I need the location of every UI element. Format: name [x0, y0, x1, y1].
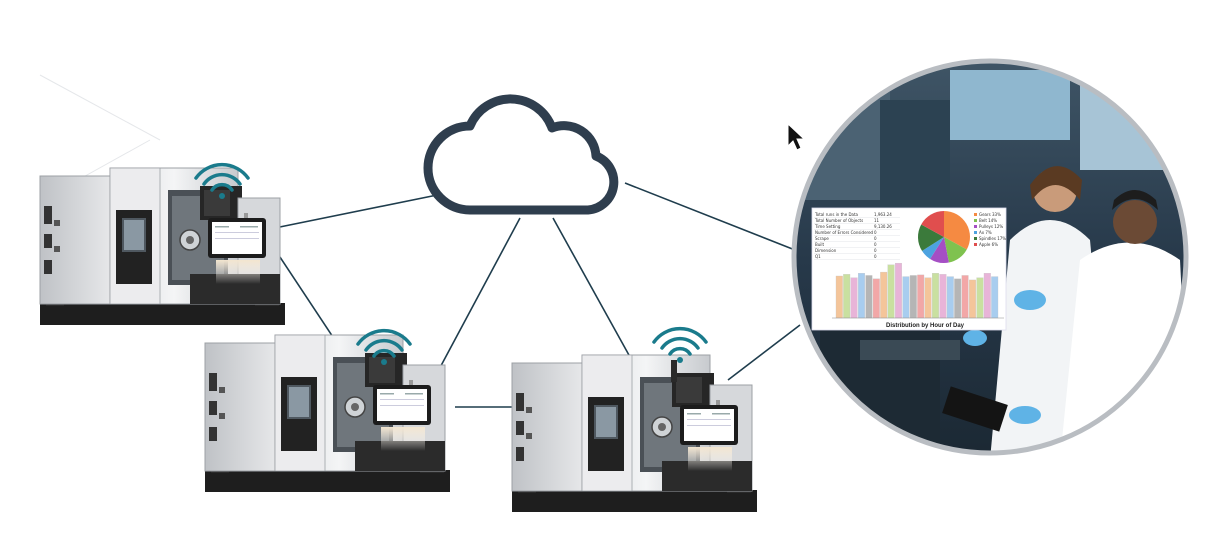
- pie-slice: [921, 211, 944, 237]
- bar: [880, 271, 888, 319]
- link-machine1-cloud: [264, 192, 448, 231]
- legend-label: Pulleys 12%: [979, 224, 1003, 229]
- link-cloud-lab: [624, 182, 796, 251]
- table-row-label: Time Setting: [814, 224, 841, 229]
- legend-swatch: [974, 237, 977, 240]
- table-row-value: 0: [874, 248, 877, 253]
- cnc-machine-2: [204, 334, 451, 493]
- bar: [835, 275, 843, 319]
- table-row-value: 0: [874, 254, 877, 259]
- table-row-value: 0: [874, 230, 877, 235]
- pie-slice: [918, 224, 944, 251]
- bar: [954, 278, 962, 319]
- legend-swatch: [974, 225, 977, 228]
- legend-label: Spindles 17%: [979, 236, 1006, 241]
- cloud-icon: [423, 94, 619, 215]
- table-row-value: 11: [874, 218, 880, 223]
- bar: [961, 275, 969, 319]
- bar: [865, 275, 873, 319]
- table-row-value: 9,130.26: [874, 224, 892, 229]
- legend-label: Apple 6%: [979, 242, 998, 247]
- link-machine3-cloud: [552, 217, 641, 376]
- bar: [909, 275, 917, 319]
- bar: [983, 273, 991, 319]
- dashboard-chart-title: Distribution by Hour of Day: [886, 323, 965, 329]
- bar: [924, 277, 932, 319]
- legend-swatch: [974, 231, 977, 234]
- legend-swatch: [974, 213, 977, 216]
- dashboard-bar-chart: [832, 262, 1004, 319]
- cnc-machine-3: [511, 354, 758, 513]
- table-row-value: 0: [874, 242, 877, 247]
- cnc-machine-1: [39, 167, 286, 326]
- bar: [872, 278, 880, 319]
- table-row-label: Scrape: [815, 236, 829, 241]
- legend-swatch: [974, 219, 977, 222]
- pie-slice: [944, 237, 967, 263]
- bar: [902, 276, 910, 319]
- legend-label: Gears 33%: [979, 212, 1001, 217]
- bar: [932, 273, 939, 319]
- bar: [991, 276, 999, 319]
- legend-label: Belt 14%: [979, 218, 997, 223]
- table-row-label: Q1: [815, 254, 821, 259]
- bar: [917, 274, 925, 319]
- bar: [969, 279, 976, 319]
- table-row-label: Built: [815, 242, 825, 247]
- table-row-label: Dimension: [815, 248, 837, 253]
- pie-slice: [922, 237, 944, 259]
- legend-swatch: [974, 243, 977, 246]
- table-row-value: 0: [874, 236, 877, 241]
- antenna: [671, 360, 677, 382]
- bar: [939, 274, 947, 319]
- link-machine2-cloud: [427, 217, 521, 391]
- bar: [858, 273, 865, 319]
- bar: [895, 262, 902, 319]
- table-row-value: 1,963.24: [874, 212, 892, 217]
- pie-slice: [944, 211, 970, 250]
- network-links: [264, 182, 801, 408]
- bar: [850, 277, 858, 319]
- bar: [976, 277, 984, 319]
- pie-slice: [930, 237, 949, 263]
- bar: [843, 274, 851, 319]
- dashboard-pie-legend: Gears 33%Belt 14%Pulleys 12%Ax 7%Spindle…: [974, 212, 1006, 247]
- link-machine3-lab: [727, 324, 801, 381]
- bar: [946, 276, 954, 319]
- table-row-label: Number of Errors Considered: [815, 230, 874, 235]
- table-row-label: Total Number of Objects: [814, 218, 863, 223]
- dashboard-pie-chart: [918, 211, 970, 263]
- legend-label: Ax 7%: [979, 230, 992, 235]
- table-row-label: Total runs in the Data: [814, 212, 859, 217]
- bar: [887, 264, 895, 319]
- mouse-cursor-icon: [787, 122, 806, 151]
